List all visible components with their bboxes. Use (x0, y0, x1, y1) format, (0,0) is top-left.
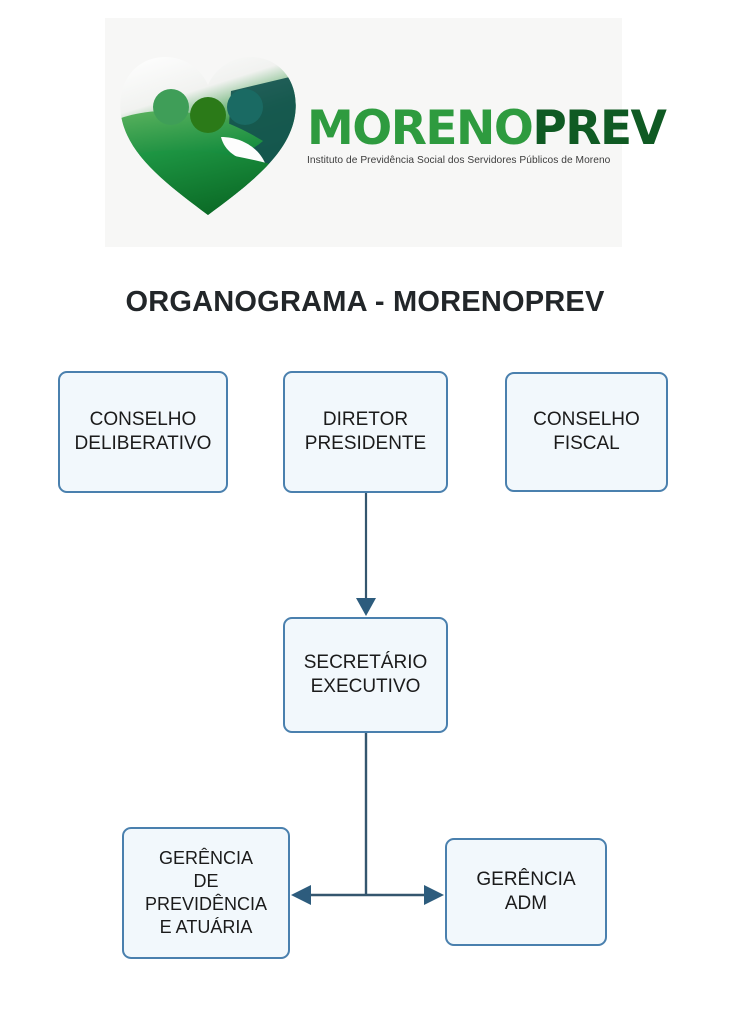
edge-secretario-to-gerencia-adm (424, 885, 444, 905)
logo-tagline: Instituto de Previdência Social dos Serv… (307, 155, 611, 166)
edge-secretario-to-gerencia-previdencia (291, 885, 311, 905)
org-node-gerencia-adm[interactable]: GERÊNCIA ADM (445, 838, 607, 946)
logo-wordmark: MORENOPREV (307, 105, 667, 152)
logo-banner-content: MORENOPREV Instituto de Previdência Soci… (105, 18, 667, 247)
logo-person-center-icon (190, 97, 226, 133)
edge-diretor-to-secretario (356, 493, 376, 616)
morenoprev-heart-logo-icon (120, 57, 296, 215)
logo-wordmark-block: MORENOPREV Instituto de Previdência Soci… (307, 105, 667, 166)
org-node-conselho-fiscal[interactable]: CONSELHO FISCAL (505, 372, 668, 492)
logo-wordmark-prev: PREV (532, 101, 667, 156)
org-node-conselho-deliberativo[interactable]: CONSELHO DELIBERATIVO (58, 371, 228, 493)
page-title: ORGANOGRAMA - MORENOPREV (125, 286, 605, 318)
logo-banner: MORENOPREV Instituto de Previdência Soci… (105, 18, 667, 247)
edge-secretario-trunk (302, 733, 432, 897)
logo-person-right-icon (227, 89, 263, 125)
org-node-gerencia-de-previdencia-e-atuaria[interactable]: GERÊNCIA DE PREVIDÊNCIA E ATUÁRIA (122, 827, 290, 959)
logo-person-left-icon (153, 89, 189, 125)
arrowhead-down-icon (356, 598, 376, 616)
arrowhead-left-icon (291, 885, 311, 905)
org-node-diretor-presidente[interactable]: DIRETOR PRESIDENTE (283, 371, 448, 493)
logo-wordmark-moreno: MORENO (307, 101, 534, 156)
arrowhead-right-icon (424, 885, 444, 905)
org-node-secretario-executivo[interactable]: SECRETÁRIO EXECUTIVO (283, 617, 448, 733)
